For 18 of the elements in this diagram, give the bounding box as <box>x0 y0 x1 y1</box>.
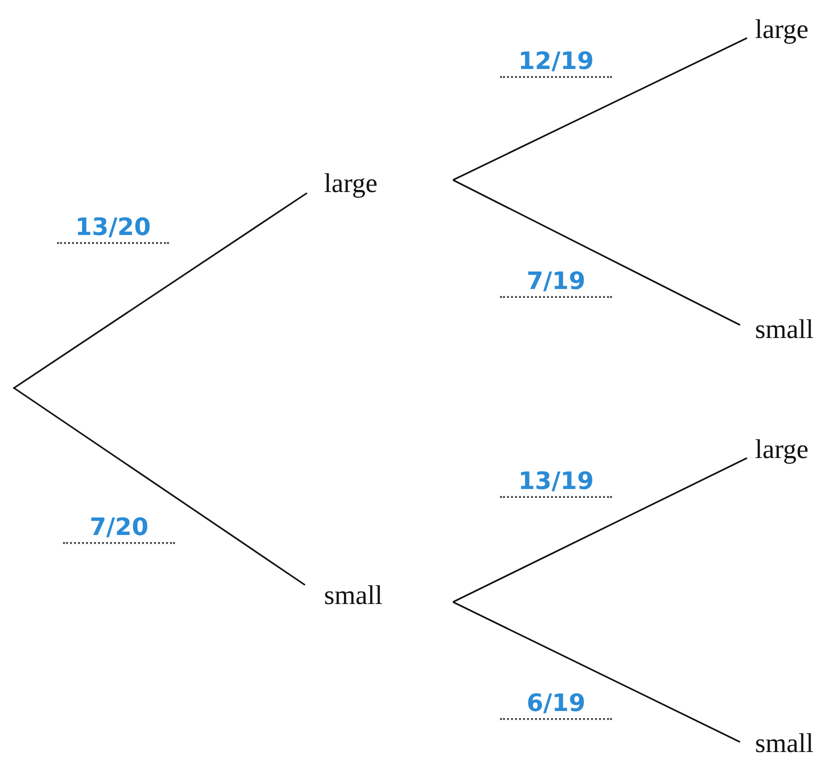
branch-line <box>14 192 308 389</box>
outcome-label: large <box>324 170 378 196</box>
branch-line <box>14 387 306 586</box>
branch-line <box>452 179 740 326</box>
probability-label: 12/19 <box>500 48 612 78</box>
outcome-label: small <box>755 316 814 342</box>
outcome-label: small <box>755 730 814 756</box>
probability-label: 6/19 <box>500 690 612 720</box>
probability-label: 13/19 <box>500 468 612 498</box>
branch-line <box>452 37 748 181</box>
outcome-label: large <box>755 16 808 42</box>
outcome-label: small <box>324 582 382 608</box>
probability-label: 7/19 <box>500 268 612 298</box>
probability-label: 13/20 <box>57 214 169 244</box>
probability-label: 7/20 <box>63 514 175 544</box>
branch-line <box>452 457 748 603</box>
branch-line <box>452 601 740 743</box>
outcome-label: large <box>755 436 808 462</box>
